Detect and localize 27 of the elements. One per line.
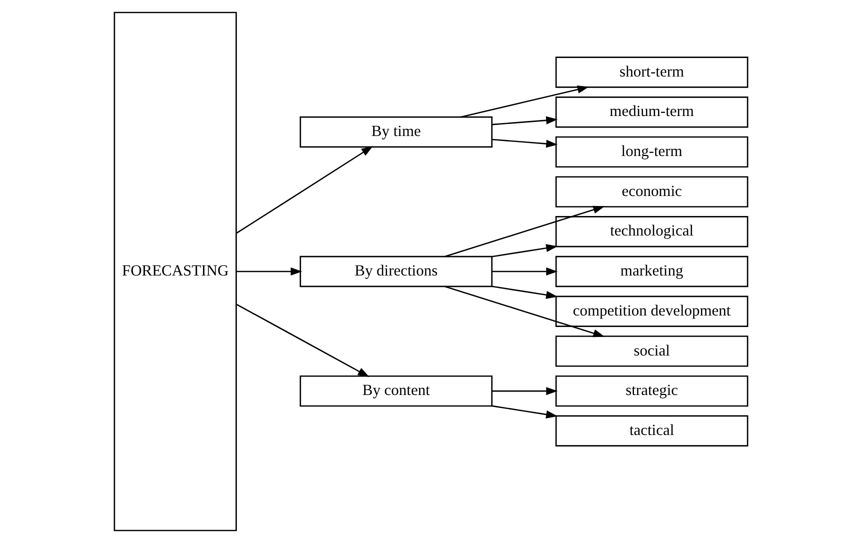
arrow: [460, 86, 590, 118]
arrow: [444, 206, 605, 258]
arrow: [236, 146, 373, 234]
arrow: [492, 138, 558, 148]
arrow: [492, 116, 558, 126]
node-box: tactical: [555, 415, 748, 446]
arrow: [492, 267, 558, 276]
node-box: medium-term: [555, 96, 748, 128]
node-box: marketing: [555, 256, 748, 288]
arrow: [492, 286, 558, 299]
arrow: [492, 387, 558, 396]
node-box: technological: [555, 216, 748, 248]
arrow: [444, 286, 605, 338]
arrow: [492, 405, 558, 418]
node-box: strategic: [555, 375, 748, 407]
arrow: [492, 244, 558, 258]
node-box: By directions: [300, 256, 493, 288]
arrow: [236, 304, 370, 378]
node-box: economic: [555, 176, 748, 208]
node-box: By content: [300, 375, 493, 407]
node-box: By time: [300, 116, 493, 148]
node-box: long-term: [555, 136, 748, 168]
node-box: social: [555, 336, 748, 367]
node-box: FORECASTING: [114, 12, 237, 532]
node-box: competition development: [555, 296, 748, 327]
node-box: short-term: [555, 56, 748, 88]
arrow: [236, 267, 302, 276]
